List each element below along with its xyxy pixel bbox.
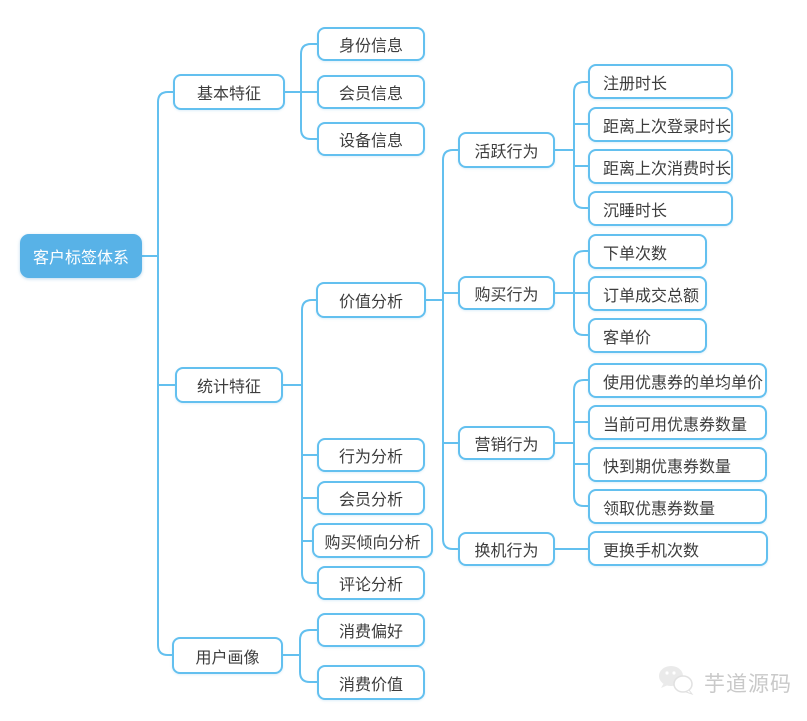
node-basic-features: 基本特征 [173,74,285,110]
connector-basic [284,43,318,140]
node-value-analysis: 价值分析 [316,282,426,318]
node-available-coupon-count: 当前可用优惠券数量 [588,405,767,440]
node-order-total-amount: 订单成交总额 [588,276,707,311]
connector-root [141,91,176,656]
node-member-analysis: 会员分析 [317,481,425,515]
node-time-since-last-login: 距离上次登录时长 [588,107,733,142]
connector-purchase [554,250,589,336]
node-phone-change-count: 更换手机次数 [588,531,768,566]
watermark: 芋道源码 [656,660,804,706]
node-identity-info: 身份信息 [317,27,425,61]
node-consumption-value: 消费价值 [317,665,425,700]
node-active-behavior: 活跃行为 [458,132,555,168]
node-consumption-preference: 消费偏好 [317,613,425,647]
chat-bubbles-icon [656,663,696,703]
node-device-info: 设备信息 [317,122,425,156]
node-order-count: 下单次数 [588,234,707,269]
node-registration-duration: 注册时长 [588,64,733,99]
node-comment-analysis: 评论分析 [317,566,425,600]
node-behavior-analysis: 行为分析 [317,438,425,472]
node-statistical-features: 统计特征 [175,367,283,403]
node-average-order-value: 客单价 [588,318,707,353]
watermark-text: 芋道源码 [704,673,792,696]
node-claimed-coupon-count: 领取优惠券数量 [588,489,767,524]
node-purchase-behavior: 购买行为 [458,276,555,310]
node-user-portrait: 用户画像 [172,637,283,674]
node-dormant-duration: 沉睡时长 [588,191,733,226]
node-expiring-coupon-count: 快到期优惠券数量 [588,447,767,482]
node-marketing-behavior: 营销行为 [458,426,555,460]
node-root-customer-tag-system: 客户标签体系 [20,234,142,278]
connector-portrait [282,629,318,683]
node-phone-switch-behavior: 换机行为 [458,532,555,566]
connector-value [425,149,459,550]
connector-active [554,81,589,209]
node-member-info: 会员信息 [317,75,425,109]
node-purchase-tendency-analysis: 购买倾向分析 [312,523,433,558]
connector-marketing [554,379,589,507]
node-time-since-last-purchase: 距离上次消费时长 [588,149,733,184]
node-coupon-avg-order-price: 使用优惠券的单均单价 [588,363,767,398]
